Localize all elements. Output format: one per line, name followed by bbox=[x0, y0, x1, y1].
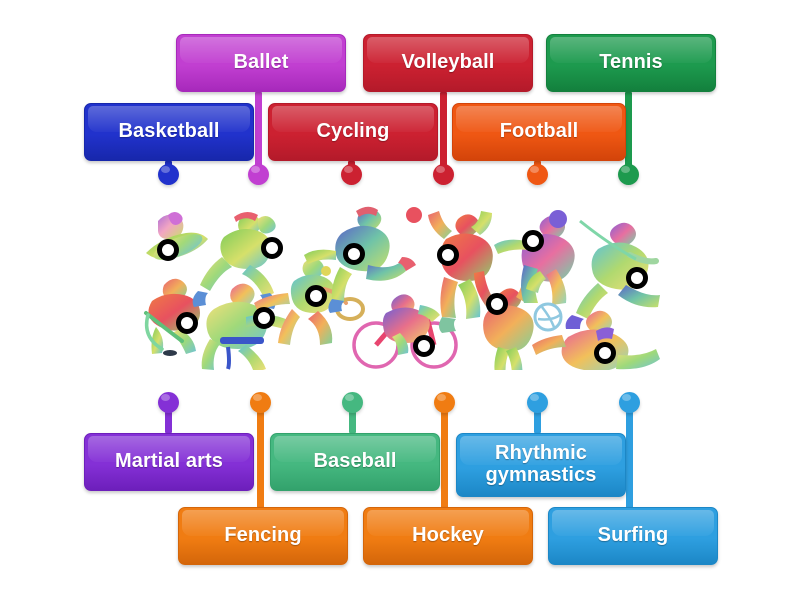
label-box-tennis[interactable]: Tennis bbox=[546, 34, 716, 92]
label-box-hockey[interactable]: Hockey bbox=[363, 507, 533, 565]
connector-dot-martial-arts[interactable] bbox=[158, 392, 179, 413]
label-box-martial-arts[interactable]: Martial arts bbox=[84, 433, 254, 491]
sports-silhouettes-illustration bbox=[128, 205, 673, 370]
drop-target-1[interactable] bbox=[157, 239, 179, 261]
label-text: Surfing bbox=[597, 524, 669, 547]
connector-dot-football[interactable] bbox=[527, 164, 548, 185]
label-box-football[interactable]: Football bbox=[452, 103, 626, 161]
label-text: Martial arts bbox=[115, 450, 223, 473]
connector-dot-baseball[interactable] bbox=[342, 392, 363, 413]
drop-target-3[interactable] bbox=[343, 243, 365, 265]
connector-stem-hockey bbox=[441, 412, 448, 509]
connector-dot-rhythmic-gymnastics[interactable] bbox=[527, 392, 548, 413]
drop-target-6[interactable] bbox=[626, 267, 648, 289]
label-text: Basketball bbox=[118, 120, 220, 143]
connector-dot-tennis[interactable] bbox=[618, 164, 639, 185]
connector-dot-cycling[interactable] bbox=[341, 164, 362, 185]
connector-stem-ballet bbox=[255, 92, 262, 184]
connector-stem-martial-arts bbox=[165, 412, 172, 433]
label-text: Cycling bbox=[316, 120, 390, 143]
connector-stem-fencing bbox=[257, 412, 264, 509]
drop-target-12[interactable] bbox=[594, 342, 616, 364]
label-text: Tennis bbox=[599, 51, 663, 74]
label-text: Ballet bbox=[233, 51, 289, 74]
label-text: Rhythmic gymnastics bbox=[485, 442, 597, 486]
connector-dot-hockey[interactable] bbox=[434, 392, 455, 413]
drop-target-5[interactable] bbox=[522, 230, 544, 252]
label-text: Volleyball bbox=[401, 51, 495, 74]
label-text: Football bbox=[499, 120, 579, 143]
connector-stem-volleyball bbox=[440, 92, 447, 184]
label-box-ballet[interactable]: Ballet bbox=[176, 34, 346, 92]
drop-target-4[interactable] bbox=[437, 244, 459, 266]
connector-stem-surfing bbox=[626, 412, 633, 509]
drop-target-2[interactable] bbox=[261, 237, 283, 259]
connector-dot-volleyball[interactable] bbox=[433, 164, 454, 185]
label-box-surfing[interactable]: Surfing bbox=[548, 507, 718, 565]
connector-stem-baseball bbox=[349, 412, 356, 433]
connector-dot-surfing[interactable] bbox=[619, 392, 640, 413]
label-box-rhythmic-gymnastics[interactable]: Rhythmic gymnastics bbox=[456, 433, 626, 497]
label-box-basketball[interactable]: Basketball bbox=[84, 103, 254, 161]
label-text: Fencing bbox=[224, 524, 302, 547]
label-box-baseball[interactable]: Baseball bbox=[270, 433, 440, 491]
drop-target-10[interactable] bbox=[253, 307, 275, 329]
connector-dot-fencing[interactable] bbox=[250, 392, 271, 413]
label-box-cycling[interactable]: Cycling bbox=[268, 103, 438, 161]
drop-target-8[interactable] bbox=[486, 293, 508, 315]
label-box-volleyball[interactable]: Volleyball bbox=[363, 34, 533, 92]
drop-target-11[interactable] bbox=[413, 335, 435, 357]
connector-dot-ballet[interactable] bbox=[248, 164, 269, 185]
label-box-fencing[interactable]: Fencing bbox=[178, 507, 348, 565]
connector-stem-rhythmic-gymnastics bbox=[534, 412, 541, 433]
connector-dot-basketball[interactable] bbox=[158, 164, 179, 185]
label-text: Hockey bbox=[412, 524, 484, 547]
drop-target-9[interactable] bbox=[176, 312, 198, 334]
drop-target-7[interactable] bbox=[305, 285, 327, 307]
label-text: Baseball bbox=[313, 450, 397, 473]
connector-stem-tennis bbox=[625, 92, 632, 184]
